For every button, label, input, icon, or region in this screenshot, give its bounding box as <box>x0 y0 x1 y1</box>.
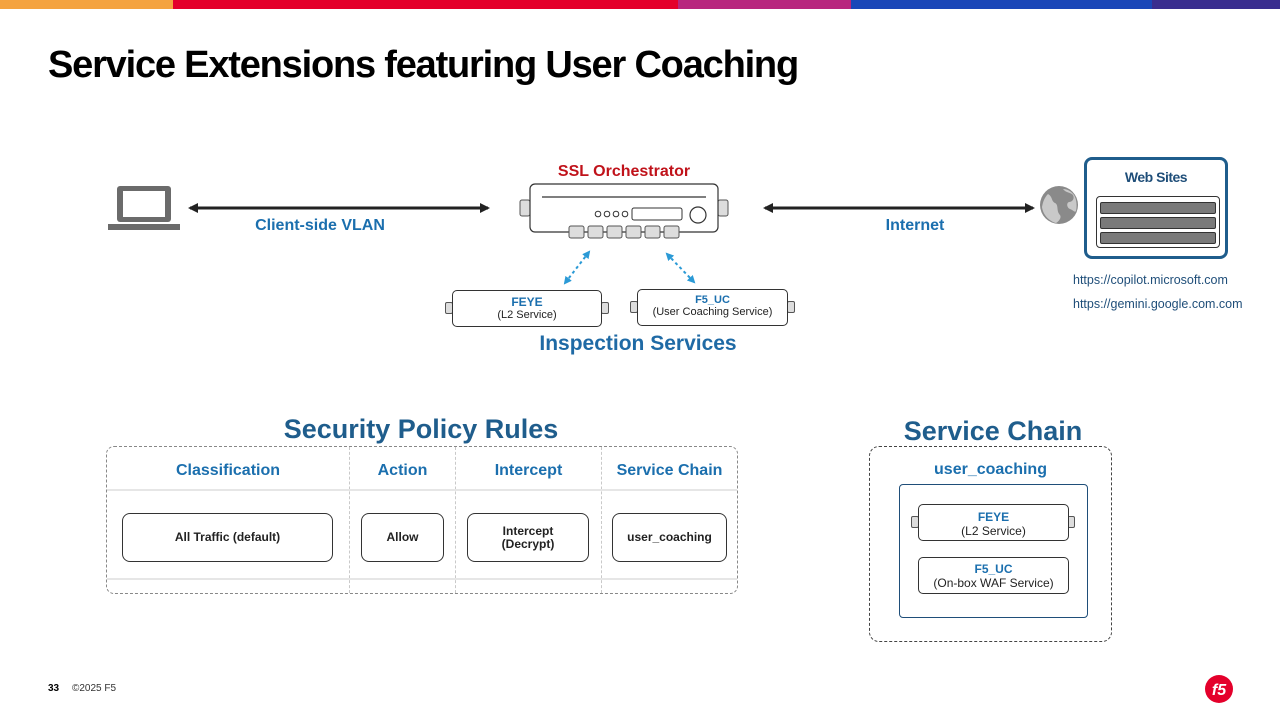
copyright: ©2025 F5 <box>72 683 117 694</box>
service-name: FEYE <box>511 295 543 309</box>
header-divider <box>107 489 737 491</box>
internet-label: Internet <box>885 217 945 234</box>
slide-title: Service Extensions featuring User Coachi… <box>48 44 799 86</box>
service-type: (L2 Service) <box>961 524 1026 538</box>
color-segment-magenta <box>678 0 851 9</box>
web-sites-box: Web Sites <box>1084 157 1228 259</box>
color-segment-red <box>173 0 678 9</box>
service-name: F5_UC <box>695 294 730 306</box>
service-type: (On-box WAF Service) <box>933 576 1054 590</box>
service-chain-list: FEYE (L2 Service) F5_UC (On-box WAF Serv… <box>899 484 1088 618</box>
web-sites-title: Web Sites <box>1124 169 1188 185</box>
service-chain-panel: user_coaching FEYE (L2 Service) F5_UC (O… <box>869 446 1112 642</box>
service-chain-title: Service Chain <box>903 416 1083 446</box>
service-chain-name: user_coaching <box>934 461 1047 478</box>
website-url-gemini[interactable]: https://gemini.google.com.com <box>1073 297 1243 311</box>
client-vlan-label: Client-side VLAN <box>255 217 385 234</box>
rule-service-chain-cell[interactable]: user_coaching <box>612 513 727 562</box>
f5uc-link-arrow <box>665 252 696 284</box>
column-header-service-chain: Service Chain <box>616 462 723 479</box>
column-divider <box>349 447 350 593</box>
color-segment-blue <box>851 0 1152 9</box>
column-header-intercept: Intercept <box>494 462 563 479</box>
ssl-orchestrator-device <box>519 183 729 239</box>
column-header-action: Action <box>377 462 428 479</box>
page-number: 33 <box>48 683 60 694</box>
color-segment-orange <box>0 0 173 9</box>
column-divider <box>455 447 456 593</box>
logo-text: f5 <box>1212 682 1227 699</box>
color-segment-indigo <box>1152 0 1280 9</box>
chain-service-f5uc[interactable]: F5_UC (On-box WAF Service) <box>918 557 1069 594</box>
inspection-service-f5uc[interactable]: F5_UC (User Coaching Service) <box>637 289 788 326</box>
service-type: (L2 Service) <box>497 309 557 321</box>
server-unit <box>1100 232 1216 244</box>
service-name: FEYE <box>977 510 1010 524</box>
service-name: F5_UC <box>974 562 1013 576</box>
server-unit <box>1100 202 1216 214</box>
column-header-classification: Classification <box>175 462 281 479</box>
rule-action-cell[interactable]: Allow <box>361 513 444 562</box>
f5-logo-icon: f5 <box>1205 675 1233 703</box>
laptop-icon <box>108 186 180 230</box>
security-policy-title: Security Policy Rules <box>283 414 559 444</box>
chain-service-feye[interactable]: FEYE (L2 Service) <box>918 504 1069 541</box>
service-port-right <box>787 301 795 313</box>
rule-classification-cell[interactable]: All Traffic (default) <box>122 513 333 562</box>
server-rack-icon <box>1096 196 1220 248</box>
globe-icon <box>1040 186 1078 224</box>
service-type: (User Coaching Service) <box>652 306 773 318</box>
inspection-services-title: Inspection Services <box>539 332 737 355</box>
website-url-copilot[interactable]: https://copilot.microsoft.com <box>1073 273 1228 287</box>
top-color-bar <box>0 0 1280 9</box>
rule-intercept-cell[interactable]: Intercept (Decrypt) <box>467 513 589 562</box>
inspection-service-feye[interactable]: FEYE (L2 Service) <box>452 290 602 327</box>
security-policy-table: Classification Action Intercept Service … <box>106 446 738 594</box>
service-port-right <box>601 302 609 314</box>
ssl-orchestrator-title: SSL Orchestrator <box>557 163 691 180</box>
row-divider <box>107 578 737 580</box>
server-unit <box>1100 217 1216 229</box>
column-divider <box>601 447 602 593</box>
feye-link-arrow <box>563 250 591 285</box>
